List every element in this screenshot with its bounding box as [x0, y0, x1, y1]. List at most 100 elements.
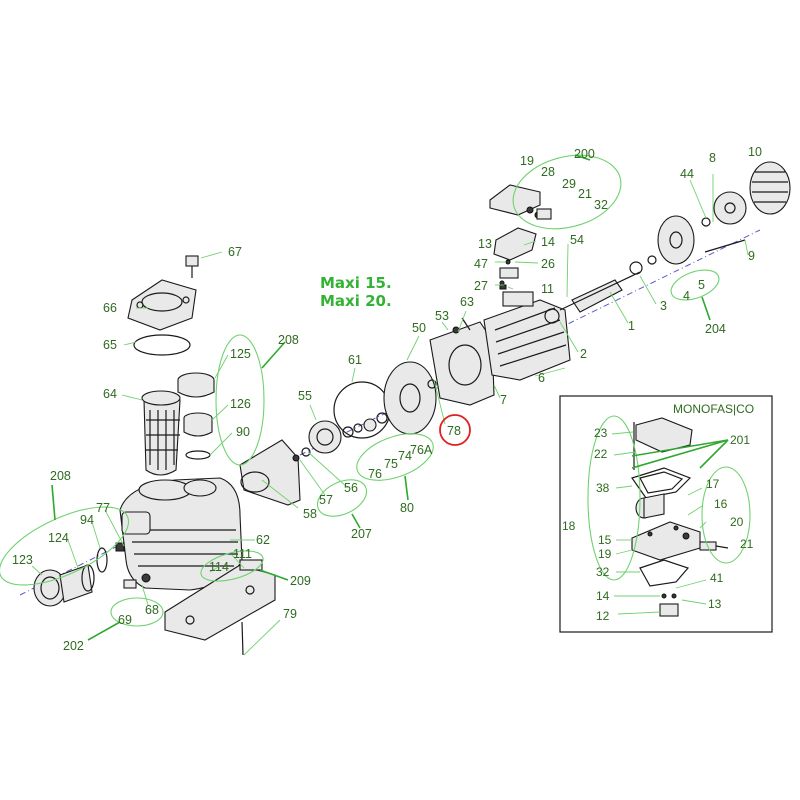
seal-74-75-76: [342, 412, 388, 438]
leader-208a: [261, 341, 286, 369]
label-56: 56: [344, 481, 358, 495]
label-32: 32: [594, 198, 608, 212]
inset-group-outline-18: [587, 415, 641, 581]
inset-label-16: 16: [714, 497, 728, 511]
capacitor-21-32: [536, 208, 552, 220]
inset-label-201: 201: [730, 433, 750, 447]
inset-label-41: 41: [710, 571, 724, 585]
label-57: 57: [319, 493, 333, 507]
circlip-44: [701, 217, 711, 227]
terminal-part-28: [526, 206, 534, 214]
label-55: 55: [298, 389, 312, 403]
model-title-1: Maxi 15.: [320, 274, 392, 292]
inset-label-12: 12: [596, 609, 610, 623]
label-19: 19: [520, 154, 534, 168]
motor-flange-7: [429, 321, 495, 406]
inset-label-20: 20: [730, 515, 744, 529]
label-76: 76: [368, 467, 382, 481]
inset-label-15: 15: [598, 533, 612, 547]
group-outline-202: [110, 597, 164, 627]
rear-cover-5: [657, 215, 695, 265]
label-9: 9: [748, 249, 755, 263]
seal-ring-78: [427, 379, 437, 389]
gasket-13: [493, 227, 537, 261]
label-94: 94: [80, 513, 94, 527]
rod-9: [704, 239, 746, 253]
inset-label-13: 13: [708, 597, 722, 611]
inset-label-18: 18: [562, 519, 576, 533]
diffuser-58: [239, 439, 301, 506]
label-80: 80: [400, 501, 414, 515]
label-6: 6: [538, 371, 545, 385]
label-62: 62: [256, 533, 270, 547]
label-27: 27: [474, 279, 488, 293]
label-77: 77: [96, 501, 110, 515]
label-64: 64: [103, 387, 117, 401]
highlight-circle-78: [439, 414, 471, 446]
bearing-3: [629, 261, 643, 275]
drain-plug-68: [123, 573, 151, 589]
inset-gasket-38: [631, 467, 692, 499]
inset-leaders-201: [631, 439, 729, 469]
inset-label-32: 32: [596, 565, 610, 579]
label-76a: 76A: [410, 443, 433, 457]
label-114: 114: [209, 560, 229, 574]
label-125: 125: [230, 347, 251, 361]
lid-66: [127, 279, 197, 331]
label-54: 54: [570, 233, 584, 247]
pump-body-62: [119, 477, 243, 591]
label-21: 21: [578, 187, 592, 201]
label-74: 74: [398, 449, 412, 463]
fan-8: [713, 191, 747, 225]
inset-label-21: 21: [740, 537, 754, 551]
bearing-2: [544, 308, 560, 324]
inset-label-leaders: [611, 431, 707, 615]
label-123: 123: [12, 553, 33, 567]
terminal-block-26: [499, 259, 519, 286]
label-209: 209: [290, 574, 311, 588]
inset-title: MONOFAS|CO: [673, 402, 754, 416]
label-200: 200: [574, 147, 595, 161]
inset-label-38: 38: [596, 481, 610, 495]
label-69: 69: [118, 613, 132, 627]
drain-plug-67: [185, 255, 199, 278]
label-10: 10: [748, 145, 762, 159]
basket-64: [141, 390, 181, 476]
label-79: 79: [283, 607, 297, 621]
label-111: 111: [233, 547, 252, 561]
label-90: 90: [236, 425, 250, 439]
label-11: 11: [541, 282, 554, 296]
label-7: 7: [500, 393, 507, 407]
model-title-2: Maxi 20.: [320, 292, 392, 310]
washer-4: [647, 255, 657, 265]
inset-terminal-block: [659, 593, 679, 617]
label-66: 66: [103, 301, 117, 315]
leader-202: [87, 621, 121, 641]
label-28: 28: [541, 165, 555, 179]
label-75: 75: [384, 457, 398, 471]
fan-cover-10: [749, 161, 791, 215]
group-outline-207: [316, 479, 368, 517]
inset-label-19: 19: [598, 547, 612, 561]
o-ring-90: [185, 450, 211, 460]
leader-209: [259, 569, 289, 581]
leader-208b: [51, 484, 56, 521]
inset-label-17: 17: [706, 477, 720, 491]
label-8: 8: [709, 151, 716, 165]
inset-group-outline-21: [701, 466, 751, 564]
motor-housing-6: [483, 291, 571, 381]
screw-79: [241, 621, 244, 656]
inset-label-14: 14: [596, 589, 610, 603]
leader-200: [574, 154, 591, 161]
impeller-55: [308, 420, 342, 454]
union-sleeve-126: [183, 412, 213, 437]
label-204: 204: [705, 322, 726, 336]
inset-gasket-32: [639, 559, 690, 587]
label-124: 124: [48, 531, 69, 545]
label-67: 67: [228, 245, 242, 259]
terminal-box-lid-19: [489, 184, 541, 216]
group-outline-208a: [215, 334, 265, 466]
label-5: 5: [698, 278, 705, 292]
label-2: 2: [580, 347, 587, 361]
